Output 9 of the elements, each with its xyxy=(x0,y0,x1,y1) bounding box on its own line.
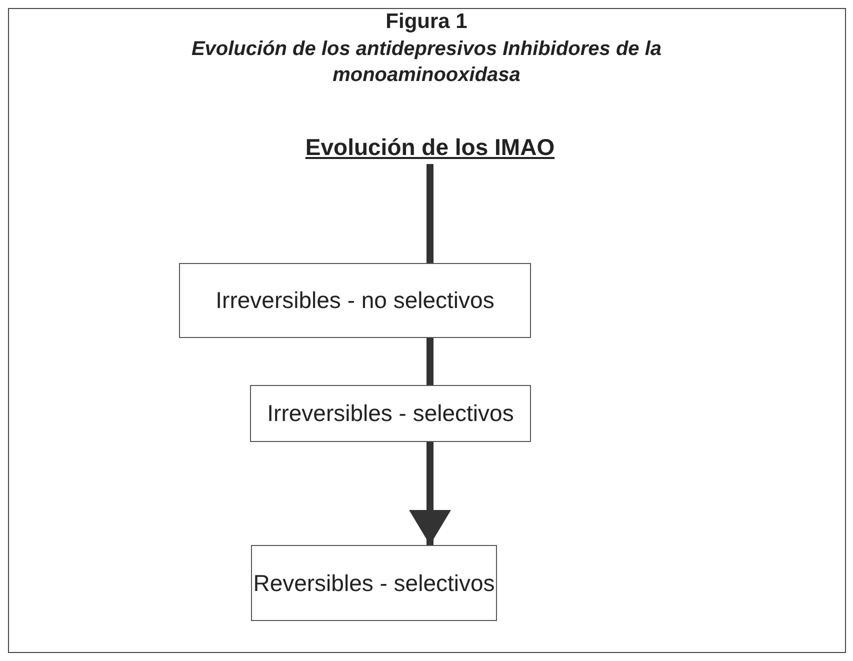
process-box: Irreversibles - no selectivos xyxy=(179,263,531,338)
arrow xyxy=(409,442,451,545)
process-box: Irreversibles - selectivos xyxy=(250,385,531,442)
figure-subtitle: Evolución de los antidepresivos Inhibidores de la monoaminooxidasa xyxy=(190,37,663,88)
process-box: Reversibles - selectivos xyxy=(251,545,497,621)
connector-line xyxy=(426,164,434,263)
connector-line xyxy=(426,338,434,385)
figure-title: Figura 1 xyxy=(386,10,468,34)
diagram-heading: Evolución de los IMAO xyxy=(255,130,605,164)
